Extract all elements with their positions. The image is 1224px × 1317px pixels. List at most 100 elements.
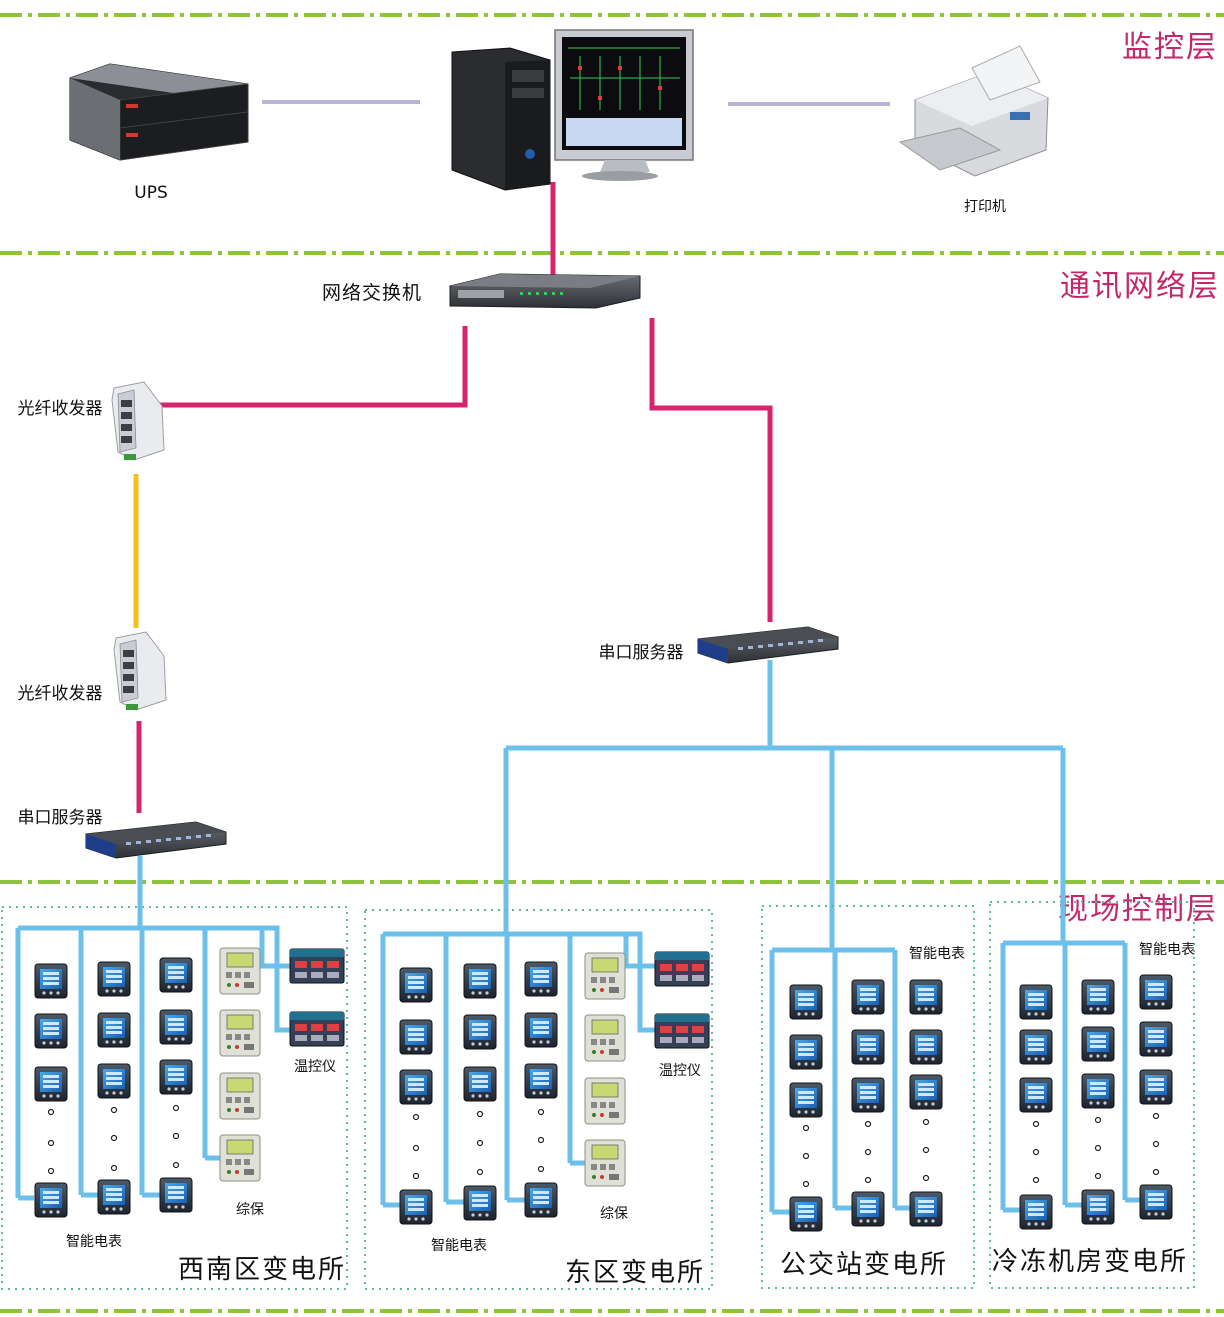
meter bbox=[159, 1177, 193, 1213]
network-switch-device[interactable] bbox=[449, 273, 641, 309]
fiber-transceiver-bottom[interactable] bbox=[113, 631, 167, 711]
east-meters bbox=[399, 961, 558, 1225]
southwest-temp-label: 温控仪 bbox=[294, 1059, 336, 1075]
meter bbox=[1019, 984, 1053, 1020]
east-protection-relays bbox=[584, 952, 626, 1187]
meter bbox=[97, 1063, 131, 1099]
meter bbox=[909, 1074, 943, 1110]
meter bbox=[34, 1066, 68, 1102]
ups-device[interactable] bbox=[69, 63, 249, 161]
layer-title-network: 通讯网络层 bbox=[1060, 269, 1220, 304]
meter bbox=[524, 961, 558, 997]
meter bbox=[463, 1066, 497, 1102]
printer-label: 打印机 bbox=[964, 198, 1006, 215]
meter bbox=[524, 1012, 558, 1048]
meter bbox=[524, 1182, 558, 1218]
meter bbox=[399, 1019, 433, 1055]
cold-substation-box bbox=[989, 901, 1195, 1289]
cold-substation-name: 冷冻机房变电所 bbox=[992, 1247, 1188, 1277]
meter bbox=[1081, 1073, 1115, 1109]
switch-serial-right-link bbox=[649, 318, 773, 622]
southwest-meters bbox=[34, 957, 193, 1218]
east-protection-label: 综保 bbox=[600, 1206, 628, 1222]
meter bbox=[159, 1059, 193, 1095]
meter bbox=[789, 1034, 823, 1070]
east-temp-branch-1 bbox=[623, 934, 655, 969]
layer-divider-lines bbox=[0, 13, 1224, 1313]
east-meter-label: 智能电表 bbox=[431, 1238, 487, 1254]
busstation-substation-box bbox=[761, 905, 975, 1289]
network-switch-label: 网络交换机 bbox=[322, 282, 422, 304]
meter bbox=[34, 963, 68, 999]
meter bbox=[34, 1013, 68, 1049]
meter bbox=[463, 963, 497, 999]
meter bbox=[159, 1009, 193, 1045]
busstation-ellipsis-dots bbox=[802, 1118, 930, 1188]
busstation-meter-label: 智能电表 bbox=[909, 946, 965, 962]
meter bbox=[1019, 1194, 1053, 1230]
meter bbox=[851, 979, 885, 1015]
sw-temp-branch-1 bbox=[259, 928, 290, 969]
southwest-temp-controllers bbox=[289, 948, 345, 1047]
meter bbox=[1081, 979, 1115, 1015]
rs485-buses bbox=[15, 660, 1140, 1215]
fiber-transceiver-top-label: 光纤收发器 bbox=[18, 399, 103, 419]
ups-label: UPS bbox=[134, 183, 168, 203]
meter bbox=[159, 957, 193, 993]
meter bbox=[463, 1185, 497, 1221]
southwest-meter-label: 智能电表 bbox=[66, 1234, 122, 1250]
sw-main-bus bbox=[18, 925, 290, 1033]
meter bbox=[1019, 1077, 1053, 1113]
printer-device[interactable] bbox=[898, 45, 1049, 177]
serial-server-left[interactable] bbox=[85, 821, 227, 859]
meter bbox=[851, 1191, 885, 1227]
meter bbox=[1081, 1026, 1115, 1062]
cold-meters bbox=[1019, 974, 1173, 1230]
fiber-transceiver-bottom-label: 光纤收发器 bbox=[18, 684, 103, 704]
meter bbox=[463, 1014, 497, 1050]
serial-server-right-label: 串口服务器 bbox=[599, 643, 684, 663]
meter bbox=[524, 1063, 558, 1099]
serial-server-right[interactable] bbox=[697, 626, 839, 664]
southwest-protection-label: 综保 bbox=[236, 1202, 264, 1218]
switch-fiber-link bbox=[160, 326, 468, 408]
meter bbox=[399, 1189, 433, 1225]
meter bbox=[851, 1029, 885, 1065]
layer-title-monitoring: 监控层 bbox=[1122, 30, 1218, 65]
meter bbox=[97, 961, 131, 997]
meter bbox=[909, 979, 943, 1015]
meter bbox=[34, 1182, 68, 1218]
ethernet-links bbox=[136, 182, 773, 813]
meter bbox=[1081, 1189, 1115, 1225]
meter bbox=[909, 1191, 943, 1227]
southwest-ellipsis-dots bbox=[47, 1104, 180, 1175]
east-temp-controllers bbox=[654, 951, 710, 1049]
workstation-computer[interactable] bbox=[451, 29, 694, 191]
meter bbox=[1139, 1184, 1173, 1220]
meter bbox=[789, 1196, 823, 1232]
serial-server-left-label: 串口服务器 bbox=[18, 808, 103, 828]
meter bbox=[1019, 1029, 1053, 1065]
meter bbox=[97, 1012, 131, 1048]
east-substation-name: 东区变电所 bbox=[565, 1258, 705, 1288]
meter bbox=[909, 1029, 943, 1065]
meter bbox=[1139, 1021, 1173, 1057]
computer-monitor bbox=[554, 29, 694, 181]
meter bbox=[97, 1179, 131, 1215]
cold-meter-label: 智能电表 bbox=[1139, 942, 1195, 958]
east-temp-label: 温控仪 bbox=[659, 1063, 701, 1079]
busstation-meters bbox=[789, 979, 943, 1232]
east-ellipsis-dots bbox=[412, 1108, 545, 1180]
meter bbox=[399, 967, 433, 1003]
meter bbox=[851, 1077, 885, 1113]
meter bbox=[1139, 974, 1173, 1010]
southwest-protection-relays bbox=[219, 947, 261, 1182]
meter bbox=[789, 984, 823, 1020]
computer-tower bbox=[451, 47, 551, 191]
meter bbox=[399, 1069, 433, 1105]
fiber-transceiver-top[interactable] bbox=[111, 381, 165, 461]
busstation-substation-name: 公交站变电所 bbox=[780, 1250, 948, 1280]
layer-title-field: 现场控制层 bbox=[1058, 892, 1218, 927]
east-main-bus bbox=[383, 931, 655, 1033]
